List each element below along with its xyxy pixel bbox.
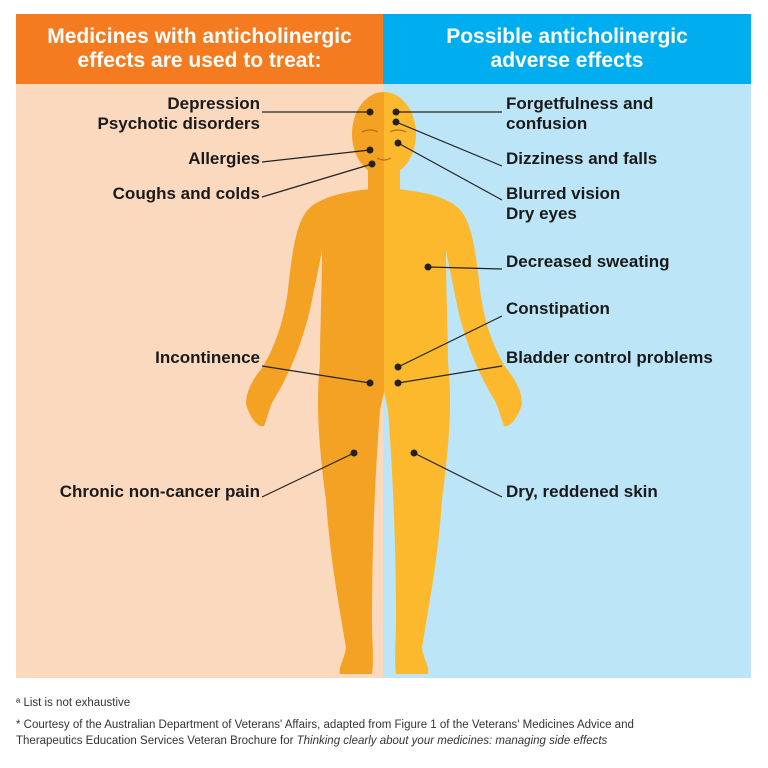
dot-dizziness [392, 118, 400, 126]
dot-bladder [394, 379, 402, 387]
marker-dots [350, 108, 432, 457]
dot-allergies [366, 146, 374, 154]
leader-coughs [261, 163, 373, 198]
right-eye [389, 129, 407, 133]
footnote-courtesy-line1: * Courtesy of the Australian Department … [16, 719, 634, 731]
label-constipation: Constipation [506, 299, 610, 318]
dot-constipation [394, 363, 402, 371]
left-leader-lines [261, 111, 373, 498]
dot-depression [366, 108, 374, 116]
label-decreased-sweating: Decreased sweating [506, 252, 670, 271]
left-header-line1: Medicines with anticholinergic [47, 25, 352, 48]
dot-blurred-vision [394, 139, 402, 147]
label-forgetfulness: Forgetfulness and confusion [506, 94, 654, 133]
leader-bladder [397, 365, 503, 384]
leader-blurred-vision [397, 142, 503, 201]
leader-dizziness [395, 121, 503, 167]
left-eye [361, 129, 379, 133]
label-coughs-and-colds: Coughs and colds [112, 184, 260, 203]
dot-forgetfulness [392, 108, 400, 116]
label-dry-skin: Dry, reddened skin [506, 482, 658, 501]
right-panel-header: Possible anticholinergic adverse effects [383, 14, 751, 84]
dot-incontinence [366, 379, 374, 387]
left-header-line2: effects are used to treat: [77, 49, 322, 72]
right-leader-lines [395, 111, 503, 498]
dot-dry-skin [410, 449, 418, 457]
footnote-courtesy-line2: Therapeutics Education Services Veteran … [16, 735, 608, 747]
left-panel-header: Medicines with anticholinergic effects a… [16, 14, 383, 84]
label-dizziness: Dizziness and falls [506, 149, 658, 168]
label-chronic-pain: Chronic non-cancer pain [59, 482, 260, 501]
label-depression: Depression Psychotic disorders [97, 94, 260, 133]
label-incontinence: Incontinence [155, 348, 260, 367]
footnote-courtesy: * Courtesy of the Australian Department … [16, 717, 761, 749]
brochure-title: Thinking clearly about your medicines: m… [296, 735, 608, 747]
label-blurred-vision: Blurred vision Dry eyes [506, 184, 621, 223]
leader-dry-skin [413, 452, 503, 498]
leader-incontinence [261, 365, 371, 384]
dot-sweating [424, 263, 432, 271]
dot-chronic-pain [350, 449, 358, 457]
mouth [376, 157, 392, 161]
leader-constipation [397, 315, 503, 368]
label-bladder-control: Bladder control problems [506, 348, 713, 367]
right-header-line1: Possible anticholinergic [446, 25, 688, 48]
face-features [361, 129, 407, 161]
footnote-not-exhaustive: ª List is not exhaustive [16, 697, 131, 709]
label-allergies: Allergies [188, 149, 260, 168]
leader-sweating [427, 266, 503, 270]
dot-coughs [368, 160, 376, 168]
leader-allergies [261, 149, 371, 163]
leader-chronic-pain [261, 452, 355, 498]
right-header-line2: adverse effects [490, 49, 644, 72]
body-right-half [384, 92, 522, 674]
